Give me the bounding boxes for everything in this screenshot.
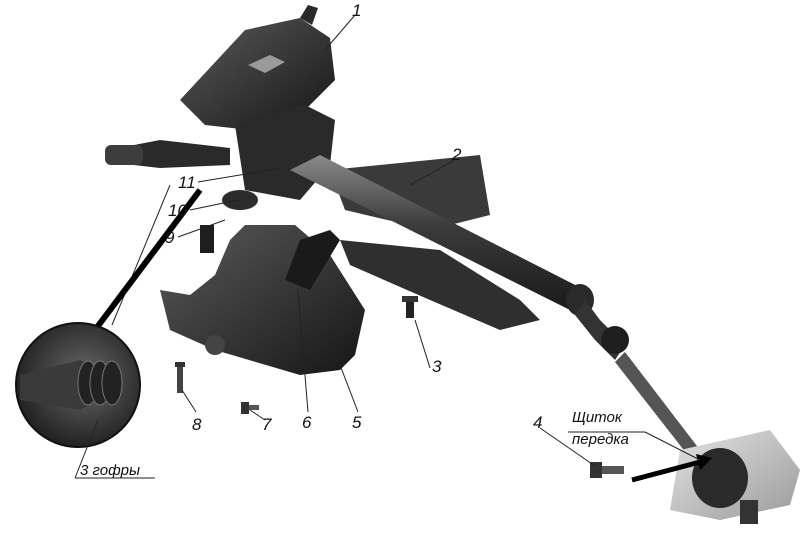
screw-8 (175, 362, 185, 393)
callout-6: 6 (302, 413, 312, 432)
callout-1: 1 (352, 1, 361, 20)
bolt-3 (402, 296, 418, 318)
corrugation-inset (15, 184, 203, 448)
callout-5: 5 (352, 413, 362, 432)
ignition-switch (200, 190, 258, 253)
panel-label-line1: Щиток (572, 409, 623, 426)
callout-10: 10 (168, 201, 187, 220)
panel-label-line2: передка (572, 431, 629, 448)
inset-label: 3 гофры (80, 462, 140, 479)
bracket-6 (285, 230, 340, 290)
callout-4: 4 (533, 413, 542, 432)
callout-2: 2 (451, 145, 462, 164)
intermediate-shaft (575, 300, 717, 474)
leader-lines (74, 14, 701, 479)
callout-11: 11 (178, 173, 196, 192)
bolt-4 (590, 462, 624, 478)
upper-shroud (180, 5, 335, 130)
pointer-arrow (631, 454, 712, 483)
screw-7 (241, 402, 259, 414)
switch-stalk (105, 140, 230, 168)
callout-8: 8 (192, 415, 202, 434)
callout-9: 9 (165, 228, 175, 247)
callout-7: 7 (262, 415, 272, 434)
callout-3: 3 (432, 357, 442, 376)
front-panel (670, 430, 800, 524)
